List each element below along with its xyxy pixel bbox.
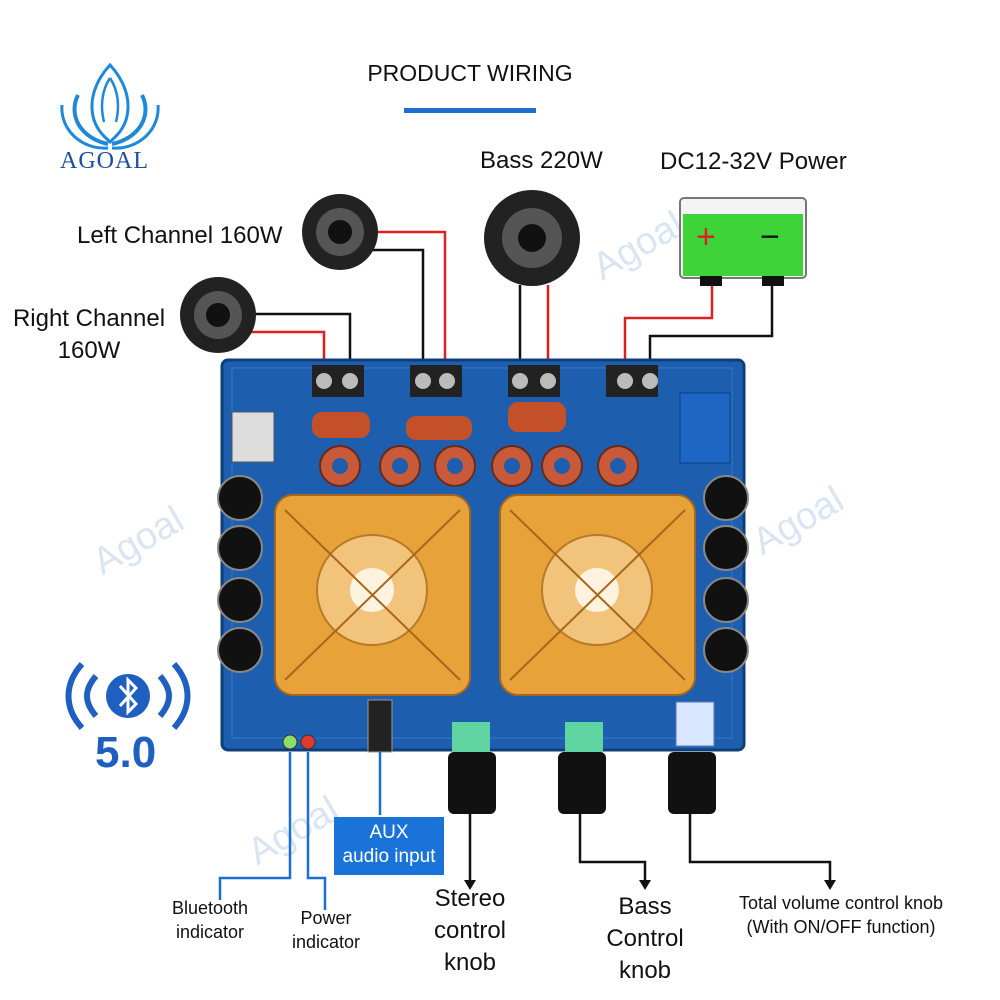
speaker-right-icon <box>180 277 256 353</box>
power-led <box>300 734 316 750</box>
aux-jack <box>367 699 393 753</box>
bluetooth-icon <box>65 661 191 731</box>
power-indicator-line1: Power <box>300 908 352 928</box>
page-title: PRODUCT WIRING <box>367 60 573 86</box>
terminal-blocks <box>312 365 658 397</box>
bluetooth-indicator-line2: indicator <box>175 922 245 942</box>
aux-line1: AUX <box>369 822 409 843</box>
power-label: DC12-32V Power <box>660 148 847 175</box>
connector <box>231 411 275 463</box>
stereo-knob-line3: knob <box>443 949 497 976</box>
battery-plus: + <box>696 218 716 256</box>
film-capacitors <box>312 402 566 440</box>
power-wires <box>623 282 774 375</box>
aux-input-label: AUX audio input <box>334 817 444 875</box>
electrolytic-capacitors <box>217 475 749 673</box>
stereo-knob-line1: Stereo <box>434 885 506 912</box>
logo-text: AGOAL <box>60 148 149 174</box>
bass-knob-line2: Control <box>606 925 684 952</box>
battery-icon <box>679 197 807 286</box>
bass-knob-line3: knob <box>618 957 672 984</box>
knob-stereo-icon <box>448 752 496 814</box>
knob-bass-icon <box>558 752 606 814</box>
speaker-bass-icon <box>484 190 580 286</box>
right-channel-label-line2: 160W <box>57 337 121 364</box>
speaker-left-icon <box>302 194 378 270</box>
aux-line2: audio input <box>342 846 436 867</box>
knob-volume-icon <box>668 752 716 814</box>
bass-knob-line1: Bass <box>618 893 672 920</box>
volume-knob-line1: Total volume control knob <box>738 893 944 913</box>
bluetooth-indicator-line1: Bluetooth <box>171 898 249 918</box>
left-channel-label: Left Channel 160W <box>77 222 283 249</box>
volume-knob-line2: (With ON/OFF function) <box>746 917 936 937</box>
battery-minus: − <box>760 218 780 256</box>
power-indicator-line2: indicator <box>291 932 361 952</box>
agoal-logo-icon <box>60 62 160 150</box>
bluetooth-led <box>282 734 298 750</box>
bass-label: Bass 220W <box>480 147 603 174</box>
relay <box>679 392 731 464</box>
bluetooth-version: 5.0 <box>95 728 157 777</box>
title-underline <box>404 108 536 113</box>
stereo-knob-line2: control <box>433 917 507 944</box>
left-speaker-wires <box>370 230 447 375</box>
right-channel-label-line1: Right Channel <box>12 305 166 332</box>
